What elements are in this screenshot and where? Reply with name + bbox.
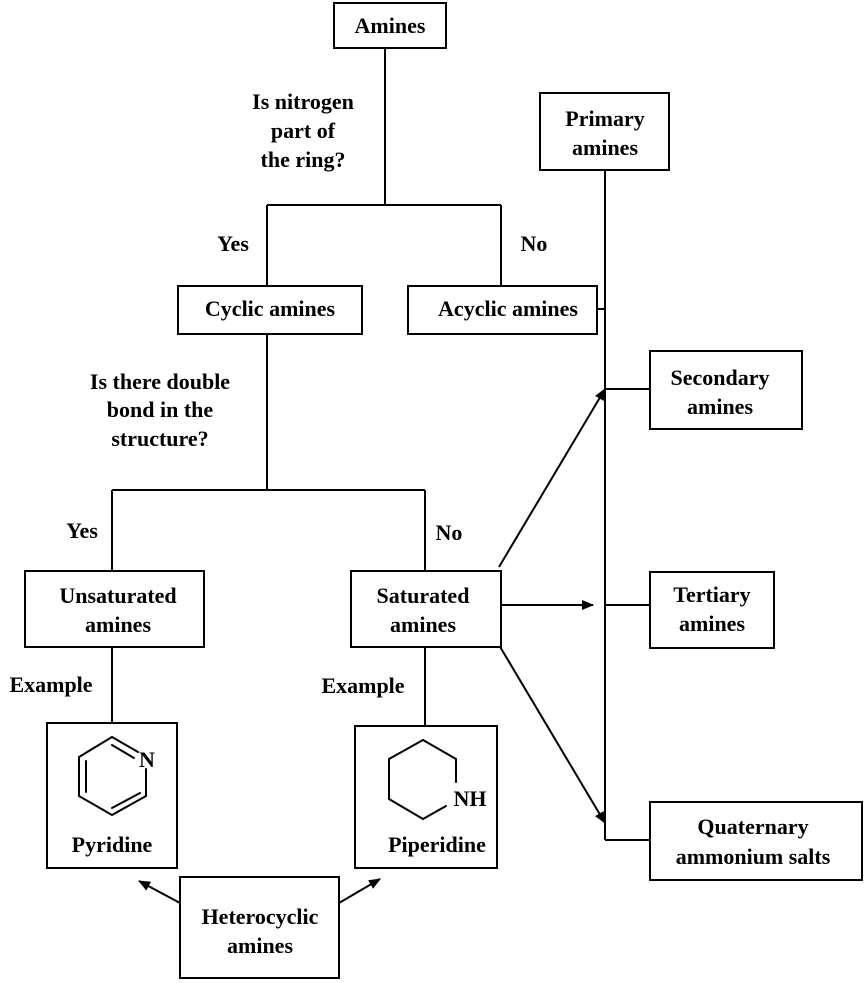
node-primary-amines: Primary amines: [539, 92, 670, 171]
piperidine-nh-group: NH: [454, 786, 487, 811]
pyridine-bond-6: [78, 736, 113, 758]
node-saturated-label-line2: amines: [390, 612, 456, 637]
arrow-heterocyclic-to-piperidine: [338, 878, 381, 904]
node-amines-box: [333, 2, 447, 49]
node-tertiary-amines: Tertiary amines: [649, 571, 775, 649]
node-cyclic-box: [177, 285, 363, 335]
pyridine-double-bond-2: [111, 792, 141, 809]
arrow-saturated-to-quaternary: [498, 644, 606, 824]
question-ring-line3: the ring?: [261, 147, 346, 172]
piperidine-bond-1: [422, 739, 457, 760]
node-saturated-box: [350, 570, 502, 648]
node-quaternary-box: [649, 801, 863, 881]
arrow-saturated-to-secondary: [498, 388, 606, 568]
piperidine-structure: NH: [388, 739, 487, 820]
node-primary-label-line1: Primary: [565, 106, 644, 131]
branch-label-example-right: Example: [321, 673, 404, 698]
node-cyclic-label: Cyclic amines: [205, 296, 336, 321]
pyridine-bond-1: [111, 736, 139, 753]
question-ring-line2: part of: [271, 118, 336, 143]
branch-label-bond-yes: Yes: [66, 518, 98, 543]
question-bond-line2: bond in the: [107, 397, 214, 422]
node-unsaturated-box: [24, 570, 205, 648]
question-bond-line1: Is there double: [90, 369, 230, 394]
node-heterocyclic-label-line1: Heterocyclic: [202, 904, 319, 929]
node-acyclic-amines: Acyclic amines: [407, 285, 598, 335]
piperidine-bond-3: [422, 805, 447, 820]
node-quaternary-label-line1: Quaternary: [697, 814, 808, 839]
arrow-heterocyclic-to-pyridine: [138, 880, 181, 904]
node-piperidine-box: [354, 725, 498, 869]
branch-label-ring-no: No: [521, 231, 548, 256]
node-pyridine-example: N Pyridine: [46, 722, 178, 869]
node-amines-label: Amines: [355, 13, 426, 38]
node-tertiary-label-line1: Tertiary: [673, 582, 750, 607]
node-piperidine-label: Piperidine: [388, 832, 486, 857]
node-tertiary-box: [649, 571, 775, 649]
question-nitrogen-in-ring: Is nitrogen part of the ring?: [252, 89, 354, 172]
connectors: [111, 48, 650, 841]
piperidine-bond-6: [388, 739, 424, 760]
node-quaternary-label-line2: ammonium salts: [676, 844, 831, 869]
question-ring-line1: Is nitrogen: [252, 89, 354, 114]
question-bond-line3: structure?: [111, 426, 208, 451]
node-saturated-amines: Saturated amines: [350, 570, 502, 648]
branch-label-bond-no: No: [436, 520, 463, 545]
pyridine-bond-3: [111, 795, 147, 816]
pyridine-nitrogen-atom: N: [139, 747, 155, 772]
node-heterocyclic-box: [179, 876, 340, 979]
pyridine-double-bond-1: [111, 744, 135, 759]
branch-label-example-left: Example: [9, 672, 92, 697]
node-piperidine-example: NH Piperidine: [354, 725, 498, 869]
node-saturated-label-line1: Saturated: [377, 583, 470, 608]
piperidine-bond-4: [388, 798, 424, 820]
pyridine-structure: N: [78, 736, 155, 816]
node-secondary-amines: Secondary amines: [649, 350, 803, 430]
pyridine-bond-4: [78, 795, 113, 816]
node-secondary-label-line2: amines: [687, 394, 753, 419]
node-acyclic-label: Acyclic amines: [438, 296, 578, 321]
node-acyclic-box: [407, 285, 598, 335]
node-unsaturated-label-line1: Unsaturated: [59, 583, 176, 608]
node-secondary-box: [649, 350, 803, 430]
node-tertiary-label-line2: amines: [679, 611, 745, 636]
node-primary-label-line2: amines: [572, 135, 638, 160]
node-heterocyclic-label-line2: amines: [227, 933, 293, 958]
node-primary-box: [539, 92, 670, 171]
node-heterocyclic-amines: Heterocyclic amines: [179, 876, 340, 979]
node-secondary-label-line1: Secondary: [671, 365, 770, 390]
node-amines: Amines: [333, 2, 447, 49]
question-double-bond: Is there double bond in the structure?: [90, 369, 230, 451]
arrows: [138, 388, 606, 904]
node-unsaturated-amines: Unsaturated amines: [24, 570, 205, 648]
branch-label-ring-yes: Yes: [217, 231, 249, 256]
node-quaternary-ammonium-salts: Quaternary ammonium salts: [649, 801, 863, 881]
node-pyridine-box: [46, 722, 178, 869]
node-pyridine-label: Pyridine: [72, 832, 153, 857]
node-cyclic-amines: Cyclic amines: [177, 285, 363, 335]
node-unsaturated-label-line2: amines: [85, 612, 151, 637]
